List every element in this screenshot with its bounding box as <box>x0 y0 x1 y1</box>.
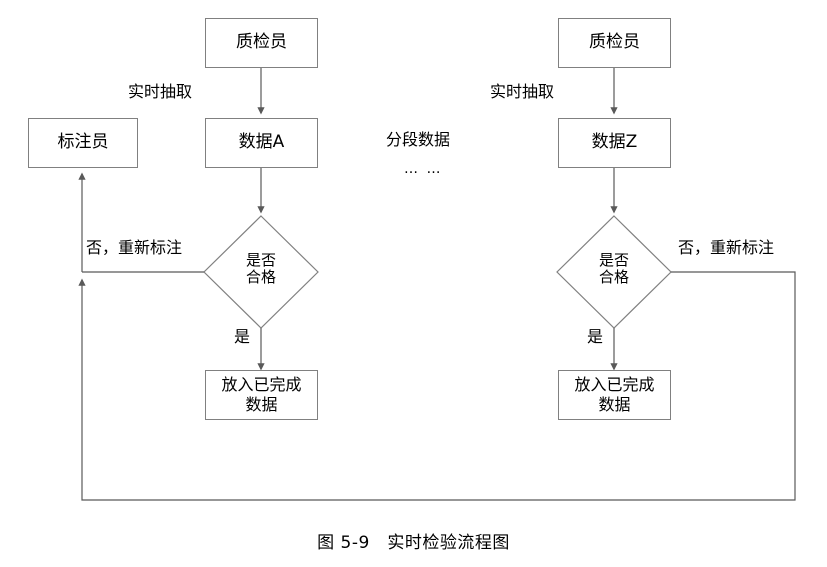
label-left-no-relabel: 否，重新标注 <box>86 238 183 257</box>
label-left-yes: 是 <box>233 327 250 346</box>
node-right-inspector[interactable]: 质检员 <box>558 18 671 68</box>
node-left-inspector[interactable]: 质检员 <box>205 18 318 68</box>
node-left-done[interactable]: 放入已完成 数据 <box>205 370 318 420</box>
node-annotator[interactable]: 标注员 <box>28 118 138 168</box>
label-left-decision: 是否 合格 <box>245 251 276 287</box>
label-ellipsis: … … <box>404 161 443 177</box>
label-left-realtime-extract: 实时抽取 <box>128 82 193 101</box>
node-right-data[interactable]: 数据Z <box>558 118 671 168</box>
figure-caption: 图 5-9 实时检验流程图 <box>317 533 510 553</box>
node-left-data[interactable]: 数据A <box>205 118 318 168</box>
label-right-decision: 是否 合格 <box>598 251 629 287</box>
label-right-no-relabel: 否，重新标注 <box>678 238 775 257</box>
edge-right-decision-no-loopback <box>78 271 796 501</box>
label-right-realtime-extract: 实时抽取 <box>490 82 555 101</box>
label-segmented-data: 分段数据 <box>386 130 451 149</box>
edge-left-decision-no-to-annotator <box>78 172 204 273</box>
label-right-yes: 是 <box>586 327 603 346</box>
node-right-done[interactable]: 放入已完成 数据 <box>558 370 671 420</box>
